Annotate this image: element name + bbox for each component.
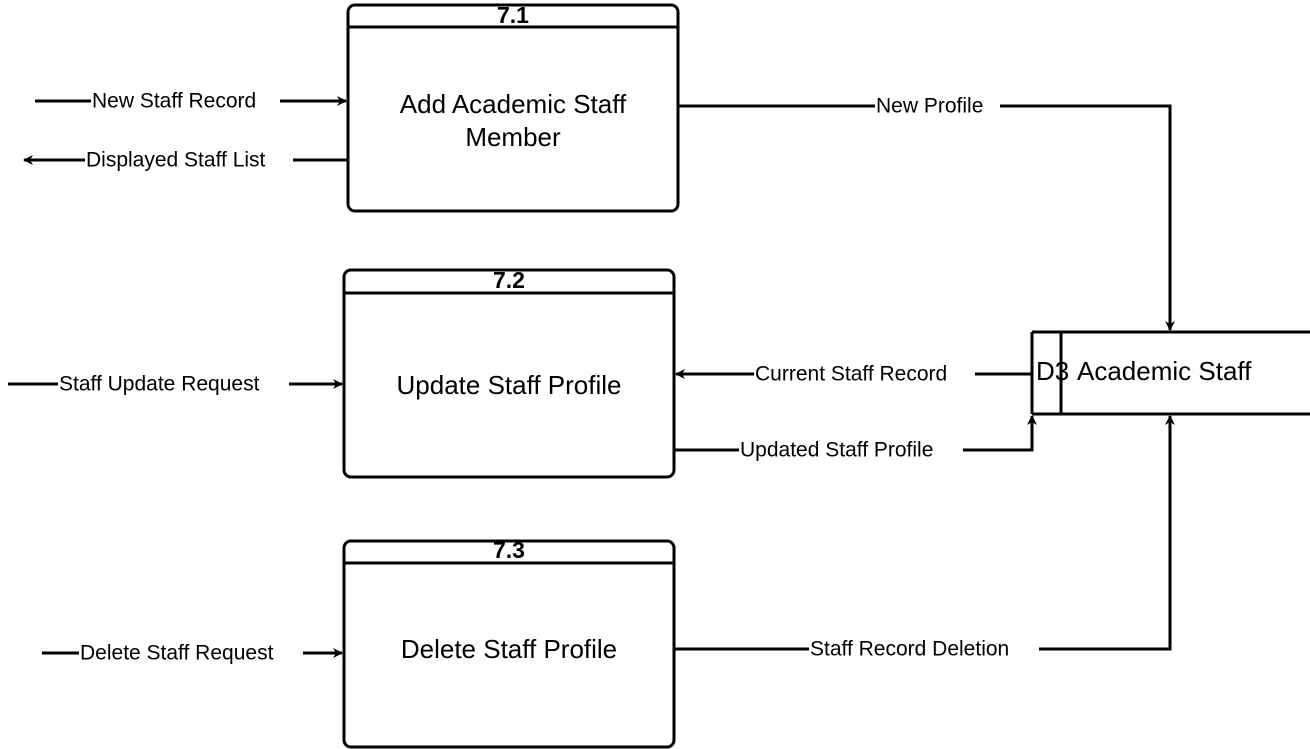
process-7-2-number: 7.2 bbox=[493, 267, 525, 293]
data-store-id: D3 bbox=[1036, 356, 1069, 386]
flow-current-staff-record[interactable]: Current Staff Record bbox=[675, 362, 1032, 386]
process-7-1-name-line2: Member bbox=[465, 122, 561, 152]
process-7-1-number: 7.1 bbox=[497, 2, 529, 28]
process-7-1-name-line1: Add Academic Staff bbox=[400, 89, 627, 119]
data-store-d3[interactable]: D3 Academic Staff bbox=[1030, 330, 1310, 416]
process-7-3[interactable]: 7.3 Delete Staff Profile bbox=[342, 537, 676, 749]
flow-updated-staff-profile[interactable]: Updated Staff Profile bbox=[674, 415, 1037, 462]
flow-new-profile-label-bg bbox=[875, 94, 1000, 118]
flow-displayed-staff-list[interactable]: Displayed Staff List bbox=[23, 148, 348, 172]
flow-staff-update-request-label: Staff Update Request bbox=[59, 373, 260, 396]
flow-delete-staff-request[interactable]: Delete Staff Request bbox=[42, 641, 343, 665]
process-7-3-name: Delete Staff Profile bbox=[401, 634, 617, 664]
flow-delete-staff-request-label: Delete Staff Request bbox=[80, 642, 274, 665]
flow-new-profile[interactable]: New Profile bbox=[678, 94, 1175, 331]
process-7-2-name: Update Staff Profile bbox=[397, 370, 622, 400]
flow-staff-update-request-label-bg bbox=[58, 372, 289, 396]
flow-displayed-staff-list-label: Displayed Staff List bbox=[86, 149, 266, 172]
flow-staff-record-deletion[interactable]: Staff Record Deletion bbox=[674, 415, 1175, 661]
process-7-1-box bbox=[346, 3, 680, 213]
flow-current-staff-record-label: Current Staff Record bbox=[755, 363, 947, 386]
flow-staff-record-deletion-label-bg bbox=[809, 637, 1039, 661]
data-store-name: Academic Staff bbox=[1077, 356, 1252, 386]
flow-new-profile-line bbox=[678, 104, 1175, 331]
process-7-2[interactable]: 7.2 Update Staff Profile bbox=[342, 267, 676, 479]
flow-delete-staff-request-label-bg bbox=[79, 641, 303, 665]
flow-staff-record-deletion-label: Staff Record Deletion bbox=[810, 638, 1009, 661]
flow-updated-staff-profile-label-bg bbox=[739, 438, 963, 462]
flow-new-profile-label: New Profile bbox=[876, 95, 983, 118]
flow-staff-update-request[interactable]: Staff Update Request bbox=[8, 372, 343, 396]
flow-new-staff-record[interactable]: New Staff Record bbox=[35, 89, 347, 113]
flow-updated-staff-profile-label: Updated Staff Profile bbox=[740, 439, 933, 462]
flow-current-staff-record-label-bg bbox=[754, 362, 975, 386]
process-7-1[interactable]: 7.1 Add Academic Staff Member bbox=[346, 2, 680, 213]
process-7-2-box bbox=[342, 268, 676, 479]
process-7-3-number: 7.3 bbox=[493, 537, 525, 563]
flow-displayed-staff-list-label-bg bbox=[85, 148, 293, 172]
flow-new-staff-record-label-bg bbox=[91, 89, 280, 113]
process-7-3-box bbox=[342, 539, 676, 749]
flow-new-staff-record-label: New Staff Record bbox=[92, 90, 256, 113]
